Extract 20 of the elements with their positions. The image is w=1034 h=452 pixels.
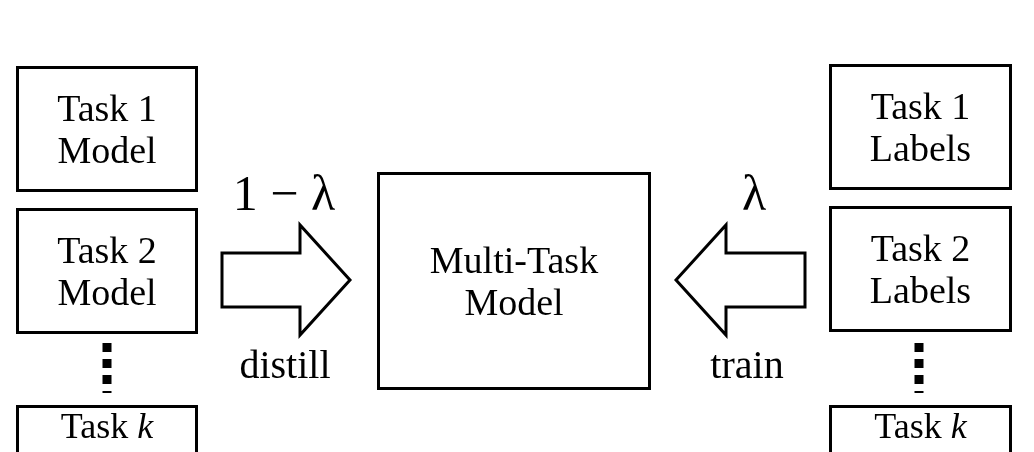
task-box bbox=[829, 405, 1012, 452]
task-box bbox=[16, 405, 198, 452]
edge-label: train bbox=[709, 343, 785, 387]
task-box bbox=[16, 208, 198, 334]
box-text: Task 1 Model bbox=[56, 87, 158, 171]
box-text: Task 1 Labels bbox=[868, 85, 973, 169]
model-box bbox=[377, 172, 651, 390]
weight-label: 1 − λ bbox=[231, 166, 337, 220]
block-arrow bbox=[673, 221, 807, 339]
task-box bbox=[829, 206, 1012, 332]
weight-label: λ bbox=[740, 166, 768, 220]
block-arrow bbox=[220, 221, 353, 339]
box-text: Task k bbox=[60, 408, 154, 444]
edge-label: distill bbox=[238, 343, 332, 387]
task-box bbox=[16, 66, 198, 192]
box-text: Task 2 Model bbox=[56, 229, 158, 313]
task-box bbox=[829, 64, 1012, 190]
box-text: Task 2 Labels bbox=[868, 227, 973, 311]
box-text: Task k bbox=[874, 408, 967, 444]
box-text: Multi-Task Model bbox=[428, 239, 600, 323]
